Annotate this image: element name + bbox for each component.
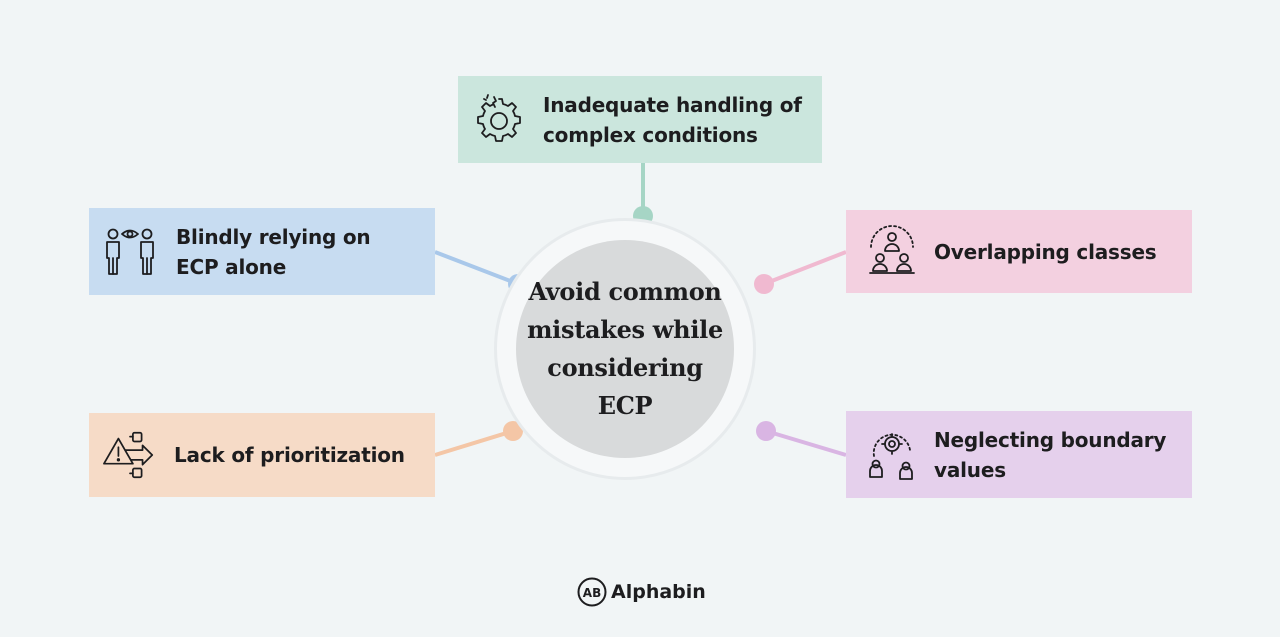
brand-logo: AB Alphabin xyxy=(577,577,706,607)
node-label-left-top: Blindly relying on ECP alone xyxy=(176,224,371,279)
connector-dot-right-bottom xyxy=(756,421,776,441)
warning-flow-icon xyxy=(102,427,158,483)
connector-right-top xyxy=(763,250,847,286)
connector-left-bottom xyxy=(434,429,514,457)
center-title: Avoid common mistakes while considering … xyxy=(527,277,723,420)
node-label-top: Inadequate handling of complex condition… xyxy=(543,92,802,147)
node-label-left-bottom: Lack of prioritization xyxy=(174,443,405,467)
group-hierarchy-icon xyxy=(864,224,920,280)
node-card-right-top: Overlapping classes xyxy=(846,210,1192,293)
alphabin-logo-icon: AB xyxy=(577,577,607,607)
people-with-eye-icon xyxy=(102,224,158,280)
node-label-right-top: Overlapping classes xyxy=(934,239,1157,264)
node-card-left-bottom: Lack of prioritization xyxy=(89,413,435,497)
connector-left-top xyxy=(434,250,519,286)
broken-gear-icon xyxy=(471,92,527,148)
node-card-left-top: Blindly relying on ECP alone xyxy=(89,208,435,295)
connector-dot-left-bottom xyxy=(503,421,523,441)
connector-dot-right-top xyxy=(754,274,774,294)
center-circle: Avoid common mistakes while considering … xyxy=(516,240,734,458)
brand-mark-text: AB xyxy=(583,586,601,600)
connector-right-bottom xyxy=(765,429,847,457)
brand-name: Alphabin xyxy=(611,581,706,603)
people-gear-icon xyxy=(864,427,920,483)
node-card-right-bottom: Neglecting boundary values xyxy=(846,411,1192,498)
node-label-right-bottom: Neglecting boundary values xyxy=(934,427,1167,482)
node-card-top: Inadequate handling of complex condition… xyxy=(458,76,822,163)
